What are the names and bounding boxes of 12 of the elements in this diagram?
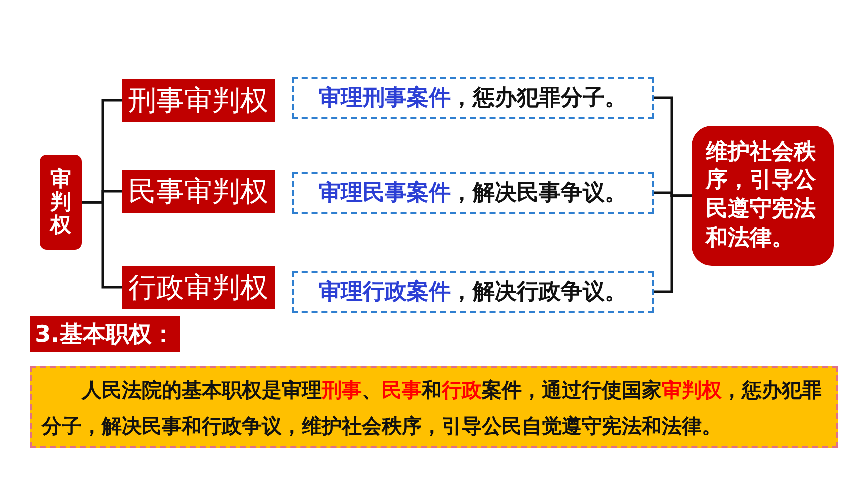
title-box: 民事审判权 (122, 170, 275, 213)
category-box: 审判权 (40, 155, 82, 250)
bracket-connector (82, 201, 122, 289)
bracket-connector (654, 194, 692, 294)
title-box: 刑事审判权 (122, 79, 275, 122)
description-box: 审理民事案件，解决民事争议。 (292, 172, 654, 214)
title-box: 行政审判权 (122, 266, 275, 309)
summary-box: 人民法院的基本职权是审理刑事、民事和行政案件，通过行使国家审判权，惩办犯罪分子，解决民事和行政争议，维护社会秩序，引导公民自觉遵守宪法和法律。 (30, 366, 838, 448)
result-box: 维护社会秩序，引导公民遵守宪法和法律。 (692, 126, 834, 266)
section-heading: 3.基本职权： (30, 316, 180, 352)
description-box: 审理刑事案件，惩办犯罪分子。 (292, 77, 654, 119)
description-box: 审理行政案件，解决行政争议。 (292, 271, 654, 313)
